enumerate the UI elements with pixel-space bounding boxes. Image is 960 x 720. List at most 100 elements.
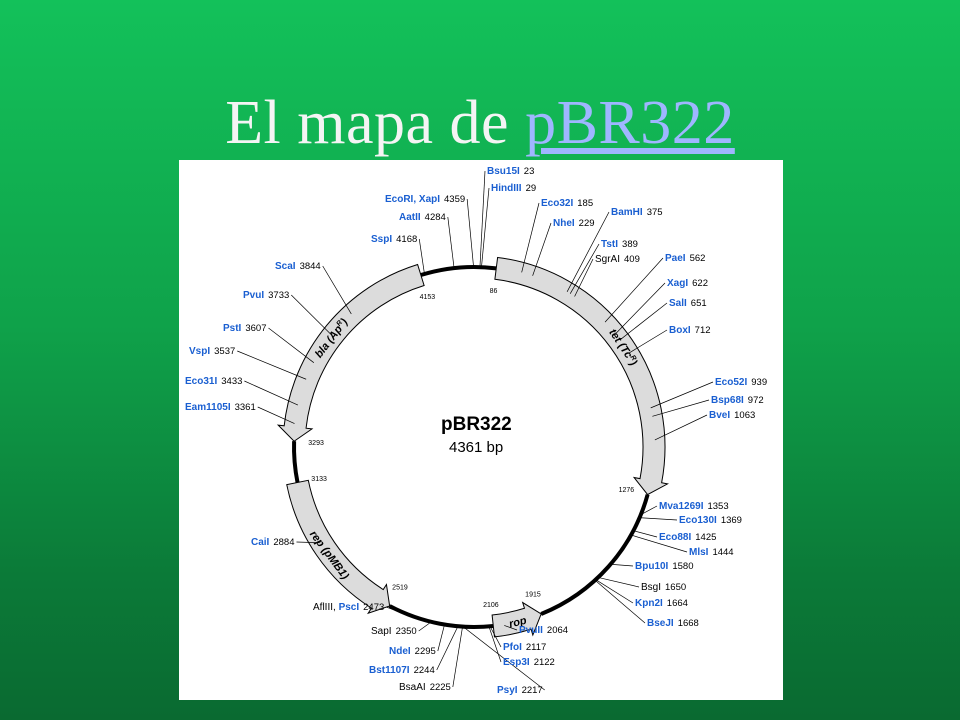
site-enzyme-name: AatII bbox=[399, 212, 421, 223]
site-enzyme-name: CaiI bbox=[251, 537, 270, 548]
inner-position-label: 3133 bbox=[311, 476, 327, 483]
site-enzyme-name: Kpn2I bbox=[635, 598, 663, 609]
site-leader-line bbox=[466, 198, 474, 267]
gene-label-close: ) bbox=[338, 316, 351, 327]
site-leader-line bbox=[488, 627, 502, 663]
restriction-site: XagI 622 bbox=[667, 278, 708, 289]
site-enzyme-name: BsgI bbox=[641, 582, 661, 593]
site-enzyme-name: BamHI bbox=[611, 207, 643, 218]
site-leader-line bbox=[532, 222, 552, 276]
site-position: 1369 bbox=[721, 515, 742, 526]
site-leader-line bbox=[574, 258, 594, 297]
site-leader-line bbox=[595, 580, 646, 624]
site-position: 3733 bbox=[268, 290, 289, 301]
site-enzyme-name: Mva1269I bbox=[659, 501, 704, 512]
gene-label-close: ) bbox=[627, 357, 640, 368]
site-enzyme-name: PaeI bbox=[665, 253, 686, 264]
inner-position-label: 3293 bbox=[308, 440, 324, 447]
site-leader-line bbox=[628, 329, 668, 354]
gene-arrow bbox=[494, 256, 669, 496]
site-position: 1425 bbox=[695, 532, 716, 543]
plasmid-name: pBR322 bbox=[441, 414, 512, 435]
restriction-site: BsgI 1650 bbox=[641, 582, 686, 593]
site-enzyme-name: NdeI bbox=[389, 646, 411, 657]
gene-arrow bbox=[491, 601, 542, 638]
site-enzyme-name: Eco88I bbox=[659, 532, 691, 543]
site-enzyme-name: PvuII bbox=[519, 625, 543, 636]
restriction-site: Kpn2I 1664 bbox=[635, 598, 688, 609]
backbone-thick-segment bbox=[388, 604, 494, 629]
site-leader-line bbox=[634, 530, 658, 538]
site-position: 4284 bbox=[425, 212, 446, 223]
site-enzyme-name: Eco32I bbox=[541, 198, 573, 209]
slide-title: El mapa de pBR322 bbox=[0, 92, 960, 154]
inner-position-label: 86 bbox=[490, 288, 498, 295]
site-leader-line bbox=[652, 399, 710, 417]
site-leader-line bbox=[447, 216, 455, 268]
site-enzyme-name: XagI bbox=[667, 278, 688, 289]
site-position: 2350 bbox=[396, 626, 417, 637]
inner-position-label: 2519 bbox=[392, 585, 408, 592]
site-position: 23 bbox=[524, 166, 535, 177]
restriction-site: PvuI 3733 bbox=[243, 290, 289, 301]
site-position: 2884 bbox=[273, 537, 294, 548]
site-leader-line bbox=[418, 238, 425, 274]
site-position: 2473 bbox=[363, 602, 384, 613]
plasmid-size: 4361 bp bbox=[449, 439, 503, 456]
site-position: 939 bbox=[751, 377, 767, 388]
site-leader-line bbox=[452, 627, 463, 688]
site-position: 2117 bbox=[526, 642, 546, 653]
site-leader-line bbox=[322, 265, 352, 315]
site-position: 1444 bbox=[712, 547, 733, 558]
site-position: 622 bbox=[692, 278, 708, 289]
pbr322-link[interactable]: pBR322 bbox=[525, 89, 735, 157]
site-position: 29 bbox=[526, 183, 537, 194]
site-leader-line bbox=[244, 380, 299, 406]
restriction-site: BamHI 375 bbox=[611, 207, 663, 218]
site-enzyme-name: PvuI bbox=[243, 290, 264, 301]
site-leader-line bbox=[611, 564, 634, 567]
restriction-site: AatII 4284 bbox=[399, 212, 446, 223]
site-position: 1650 bbox=[665, 582, 686, 593]
site-leader-line bbox=[650, 381, 714, 409]
site-enzyme-name: BseJI bbox=[647, 618, 674, 629]
site-enzyme-name: HindIII bbox=[491, 183, 522, 194]
inner-position-label: 1915 bbox=[525, 592, 541, 599]
site-enzyme-name: SgrAI bbox=[595, 254, 620, 265]
site-position: 1580 bbox=[672, 561, 693, 572]
site-position: 375 bbox=[647, 207, 663, 218]
restriction-site: NdeI 2295 bbox=[389, 646, 436, 657]
gene-label-text: rop bbox=[508, 615, 528, 631]
site-enzyme-name: VspI bbox=[189, 346, 210, 357]
site-enzyme-name: Eam1105I bbox=[185, 402, 231, 413]
site-enzyme-name: PstI bbox=[223, 323, 242, 334]
backbone-thick-segment bbox=[540, 494, 650, 616]
site-position: 2244 bbox=[414, 665, 435, 676]
site-position: 3607 bbox=[245, 323, 266, 334]
site-position: 1664 bbox=[667, 598, 688, 609]
site-position: 2295 bbox=[415, 646, 436, 657]
restriction-site: Eco88I 1425 bbox=[659, 532, 716, 543]
